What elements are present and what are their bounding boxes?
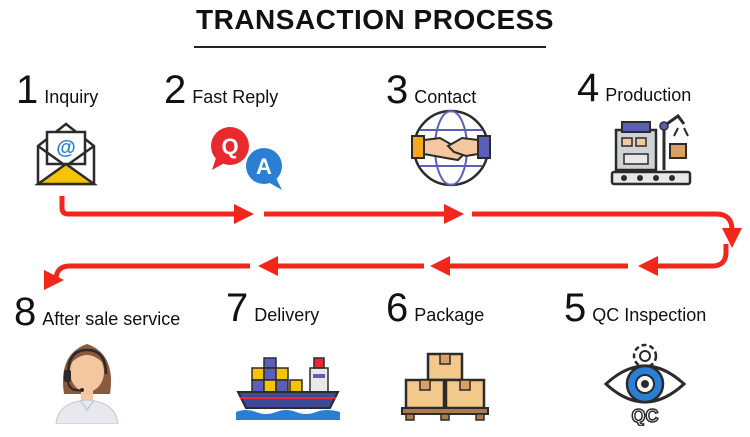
step-number: 5 [564, 286, 587, 330]
arrow-7-to-8 [46, 263, 250, 288]
step-label: Fast Reply [192, 87, 279, 107]
step-8: 8 After sale service [14, 292, 180, 332]
handshake-globe-icon [411, 109, 491, 187]
step-label: Package [414, 305, 485, 325]
step-label: Contact [414, 87, 477, 107]
step-number: 1 [16, 68, 39, 112]
envelope-icon: @ [34, 122, 98, 186]
arrow-3-to-4-down [472, 211, 742, 248]
diagram-title: TRANSACTION PROCESS [196, 4, 554, 35]
step-label: After sale service [42, 309, 181, 329]
step-label: Production [605, 85, 692, 105]
step-1: 1 Inquiry [16, 70, 98, 110]
support-agent-icon [55, 344, 119, 424]
a-letter: A [256, 154, 272, 179]
title-underline [194, 46, 546, 48]
step-number: 8 [14, 290, 37, 334]
qc-eye-gear-icon: QC [603, 343, 687, 426]
qc-text: QC [632, 406, 659, 426]
boxes-pallet-icon [401, 352, 489, 421]
step-3: 3 Contact [386, 70, 476, 110]
step-6: 6 Package [386, 288, 484, 328]
factory-robot-icon [610, 113, 692, 186]
arrow-4-to-5 [638, 244, 729, 276]
step-7: 7 Delivery [226, 288, 319, 328]
step-2: 2 Fast Reply [164, 70, 278, 110]
qa-chat-icon: Q A [211, 127, 284, 190]
step-label: Inquiry [44, 87, 99, 107]
step-number: 3 [386, 68, 409, 112]
at-symbol: @ [56, 137, 76, 159]
step-5: 5 QC Inspection [564, 288, 706, 328]
step-label: Delivery [254, 305, 320, 325]
step-number: 6 [386, 286, 409, 330]
cargo-ship-icon [236, 357, 340, 420]
step-number: 7 [226, 286, 249, 330]
step-number: 4 [577, 66, 600, 110]
step-4: 4 Production [577, 68, 691, 108]
step-number: 2 [164, 68, 187, 112]
step-label: QC Inspection [592, 305, 707, 325]
arrow-1-to-2 [59, 196, 254, 224]
q-letter: Q [221, 134, 238, 159]
